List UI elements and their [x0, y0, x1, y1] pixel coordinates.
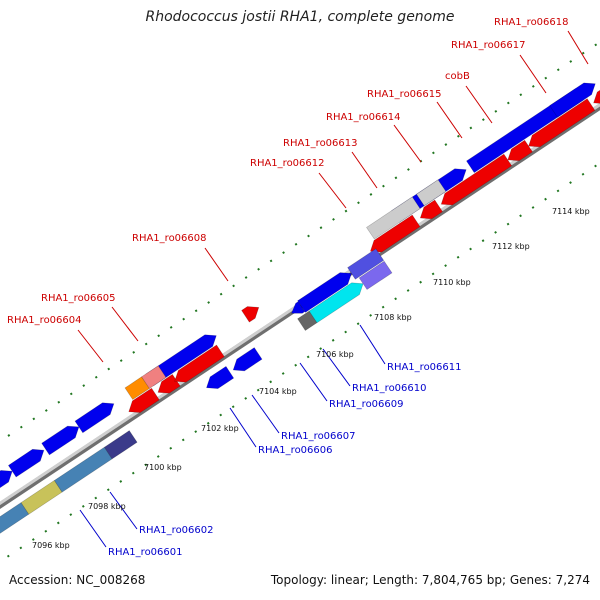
gene-other[interactable] — [366, 196, 421, 240]
gene-reverse[interactable] — [241, 306, 260, 323]
gene-lower[interactable] — [308, 282, 364, 324]
gene-other[interactable] — [141, 365, 167, 389]
kbp-label: 7104 kbp — [259, 387, 297, 396]
label-leader-line — [519, 54, 547, 94]
gene-forward[interactable] — [41, 425, 80, 456]
label-leader-line — [351, 151, 378, 189]
lower-tick-line — [0, 162, 600, 563]
kbp-label: 7112 kbp — [492, 242, 530, 251]
gene-label-ro06612[interactable]: RHA1_ro06612 — [250, 158, 325, 169]
gene-other[interactable] — [416, 179, 447, 207]
gene-lower[interactable] — [358, 260, 393, 290]
gene-features — [0, 69, 600, 548]
gene-label-ro06615[interactable]: RHA1_ro06615 — [367, 89, 442, 100]
kbp-label: 7098 kbp — [88, 502, 126, 511]
gene-label-ro06606[interactable]: RHA1_ro06606 — [258, 445, 333, 456]
gene-reverse[interactable] — [369, 214, 421, 253]
gene-lower[interactable] — [103, 430, 138, 460]
gene-reverse[interactable] — [593, 69, 600, 104]
label-leader-line — [77, 329, 104, 363]
label-leader-line — [393, 124, 422, 163]
gene-lower[interactable] — [291, 301, 306, 314]
gene-lower[interactable] — [347, 248, 385, 280]
gene-label-ro06601[interactable]: RHA1_ro06601 — [108, 547, 183, 558]
gene-label-ro06617[interactable]: RHA1_ro06617 — [451, 40, 526, 51]
label-leader-lines — [77, 30, 589, 548]
label-leader-line — [111, 306, 139, 342]
gene-lower[interactable] — [53, 446, 113, 493]
label-leader-line — [318, 172, 347, 209]
gene-label-cobb[interactable]: cobB — [445, 71, 470, 82]
kbp-label: 7100 kbp — [144, 463, 182, 472]
label-leader-line — [359, 324, 386, 365]
label-leader-line — [436, 101, 463, 139]
gene-label-ro06618[interactable]: RHA1_ro06618 — [494, 17, 569, 28]
gene-reverse[interactable] — [128, 387, 160, 413]
gene-lower[interactable] — [297, 272, 352, 313]
label-leader-line — [204, 247, 229, 282]
gene-reverse[interactable] — [528, 98, 596, 148]
gene-label-ro06602[interactable]: RHA1_ro06602 — [139, 525, 214, 536]
gene-forward[interactable] — [549, 82, 596, 118]
label-leader-line — [109, 491, 138, 530]
gene-reverse[interactable] — [440, 153, 513, 206]
gene-forward[interactable] — [0, 470, 13, 515]
upper-tick-line — [7, 41, 600, 437]
gene-label-ro06608[interactable]: RHA1_ro06608 — [132, 233, 207, 244]
gene-reverse[interactable] — [174, 344, 225, 383]
gene-label-ro06613[interactable]: RHA1_ro06613 — [283, 138, 358, 149]
gene-forward[interactable] — [7, 448, 45, 478]
gene-forward[interactable] — [74, 402, 115, 434]
gene-label-ro06610[interactable]: RHA1_ro06610 — [352, 383, 427, 394]
label-leader-line — [251, 394, 280, 434]
gene-label-ro06614[interactable]: RHA1_ro06614 — [326, 112, 401, 123]
kbp-label: 7102 kbp — [201, 424, 239, 433]
genome-title: Rhodococcus jostii RHA1, complete genome — [145, 9, 455, 25]
gene-lower[interactable] — [0, 502, 30, 548]
genome-stats-text: Topology: linear; Length: 7,804,765 bp; … — [270, 573, 590, 587]
gene-label-ro06604[interactable]: RHA1_ro06604 — [7, 315, 82, 326]
gene-lower[interactable] — [232, 347, 263, 372]
kbp-label: 7096 kbp — [32, 541, 70, 550]
gene-label-ro06607[interactable]: RHA1_ro06607 — [281, 431, 356, 442]
gene-label-ro06611[interactable]: RHA1_ro06611 — [387, 362, 462, 373]
kbp-label: 7114 kbp — [552, 207, 590, 216]
kbp-label: 7108 kbp — [374, 313, 412, 322]
gene-lower[interactable] — [206, 365, 235, 389]
label-leader-line — [567, 30, 589, 65]
kbp-label: 7106 kbp — [316, 350, 354, 359]
gene-label-ro06605[interactable]: RHA1_ro06605 — [41, 293, 116, 304]
label-leader-line — [322, 348, 351, 387]
gene-label-ro06609[interactable]: RHA1_ro06609 — [329, 399, 404, 410]
label-leader-line — [79, 509, 107, 548]
gene-reverse[interactable] — [419, 199, 443, 220]
kbp-label: 7110 kbp — [433, 278, 471, 287]
accession-text: Accession: NC_008268 — [9, 573, 146, 587]
label-leader-line — [299, 362, 328, 402]
label-leader-line — [465, 85, 493, 124]
label-leader-line — [229, 407, 257, 448]
